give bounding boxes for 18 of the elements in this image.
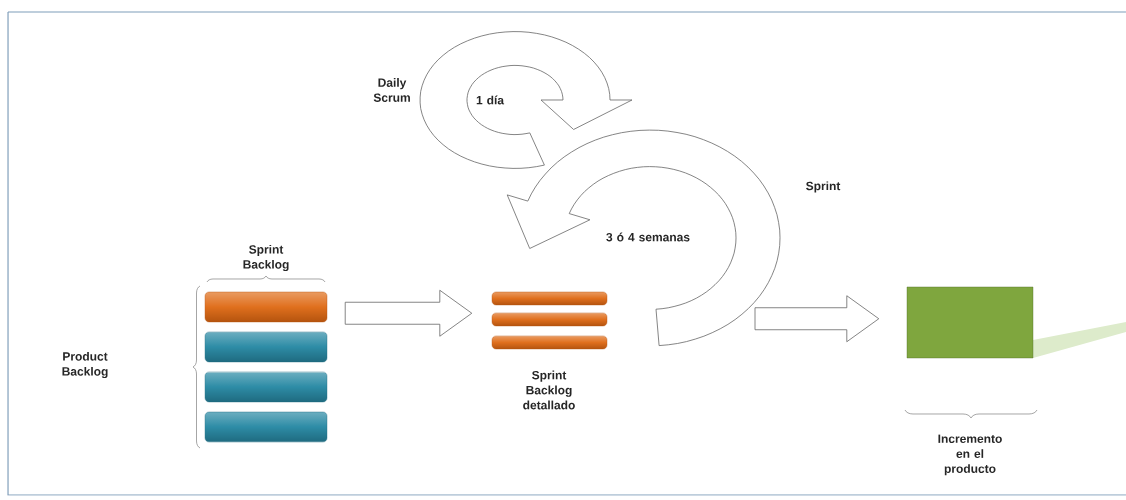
backlog-bar [204, 411, 328, 443]
backlog-bar [491, 335, 608, 350]
backlog-bar [491, 312, 608, 327]
backlog-bar [204, 331, 328, 363]
increment-box [906, 286, 1126, 359]
label: 1 día [476, 95, 505, 105]
node-caption: Sprint Backlog [243, 244, 289, 272]
label: 3 ó 4 semanas [606, 232, 690, 242]
block-arrow [344, 289, 473, 337]
backlog-bar [204, 291, 328, 323]
node-caption: Sprint Backlog detallado [523, 370, 575, 410]
label: Sprint [806, 181, 841, 193]
backlog-bar [491, 291, 608, 306]
label: Incremento en el producto [938, 434, 1002, 476]
label: Product Backlog [62, 351, 108, 379]
block-arrow [754, 295, 880, 343]
label: Daily Scrum [373, 78, 410, 102]
backlog-bar [204, 371, 328, 403]
